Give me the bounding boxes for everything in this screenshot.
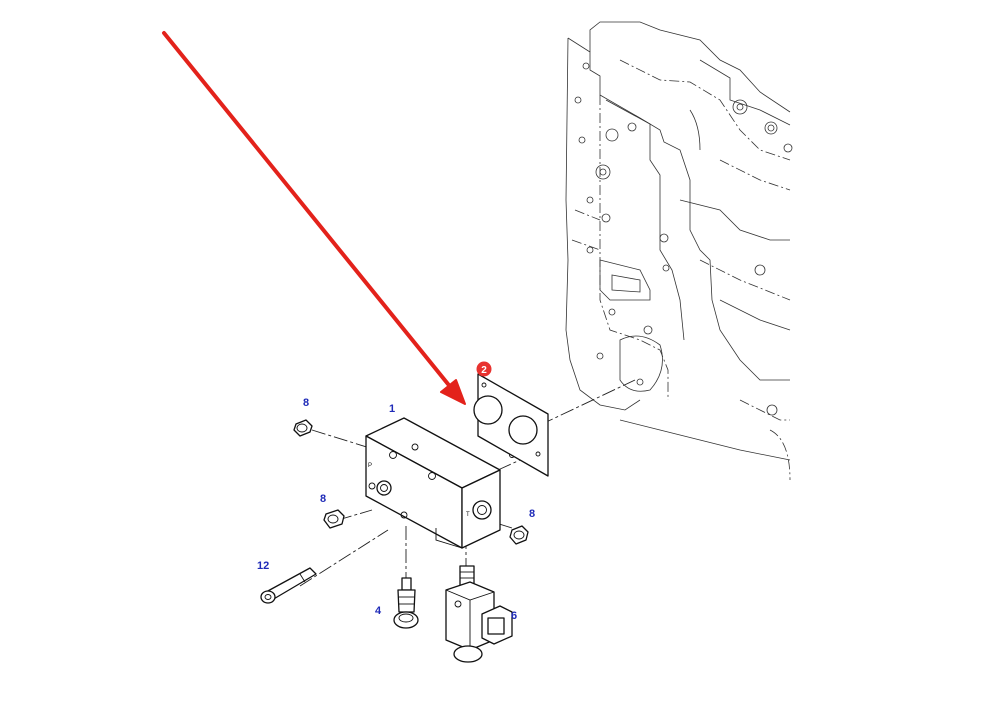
label-4: 4 bbox=[375, 605, 382, 617]
plug-part-8-right[interactable] bbox=[509, 525, 529, 545]
callout-labels: 1 8 8 8 12 4 6 bbox=[257, 397, 535, 622]
plug-part-8-top[interactable] bbox=[293, 419, 313, 437]
plug-part-8-mid[interactable] bbox=[323, 509, 345, 529]
fitting-part-4[interactable] bbox=[393, 577, 419, 629]
solenoid-part-6[interactable] bbox=[445, 565, 513, 663]
valve-block-part-1[interactable]: P T bbox=[365, 417, 515, 549]
label-8-right: 8 bbox=[529, 508, 535, 520]
label-6: 6 bbox=[511, 610, 517, 622]
badge-label: 2 bbox=[481, 365, 487, 376]
label-12: 12 bbox=[257, 560, 269, 572]
gasket-part-2[interactable] bbox=[473, 373, 549, 477]
label-8-top: 8 bbox=[303, 397, 309, 409]
label-1: 1 bbox=[389, 403, 395, 415]
highlight-badge-2[interactable]: 2 bbox=[476, 361, 492, 377]
svg-text:T: T bbox=[466, 512, 470, 518]
svg-text:P: P bbox=[368, 463, 372, 469]
label-8-mid: 8 bbox=[320, 493, 326, 505]
bolt-part-12[interactable] bbox=[260, 567, 317, 604]
highlight-arrow bbox=[162, 31, 466, 405]
transmission-housing bbox=[565, 21, 793, 481]
